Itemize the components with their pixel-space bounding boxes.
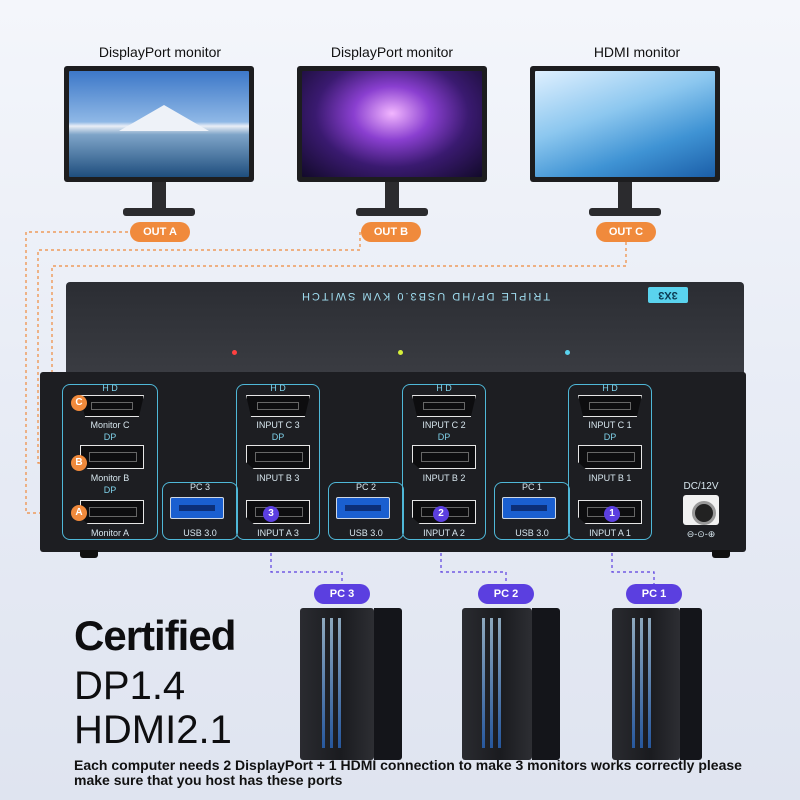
pc3-number-marker: 3 (263, 506, 279, 522)
input-b3-label: INPUT B 3 (256, 473, 300, 483)
led-pc1 (565, 350, 570, 355)
monitor-c-screen (530, 66, 720, 182)
input-c3-hdmi-port[interactable] (246, 395, 310, 417)
monitor-a-stand (152, 182, 166, 210)
pc3-tower (300, 608, 374, 760)
device-badge: 3X3 (648, 287, 688, 303)
input-b3-dp-port[interactable] (246, 445, 310, 469)
monitor-a-base (123, 208, 195, 216)
pc3-usb-pc-label: PC 3 (189, 482, 210, 492)
letter-b-marker: B (71, 455, 87, 471)
monitor-b-stand (385, 182, 399, 210)
monitor-a-dp-port[interactable] (80, 500, 144, 524)
out-a-badge: OUT A (130, 222, 190, 242)
pc2-dp-label: DP (437, 432, 451, 442)
monitor-label-c: HDMI monitor (593, 44, 681, 60)
input-c3-label: INPUT C 3 (256, 420, 300, 430)
input-b2-dp-port[interactable] (412, 445, 476, 469)
monitor-b-screen (297, 66, 487, 182)
monitor-a-label: Monitor A (90, 528, 130, 538)
dc-label: DC/12V (683, 481, 719, 492)
out-c-badge: OUT C (596, 222, 656, 242)
input-b1-dp-port[interactable] (578, 445, 642, 469)
pc2-usb-port[interactable] (336, 497, 390, 519)
pc1-input-group (568, 384, 652, 540)
device-foot-left (80, 550, 98, 558)
input-c2-hdmi-port[interactable] (412, 395, 476, 417)
connection-note: Each computer needs 2 DisplayPort + 1 HD… (74, 757, 742, 788)
pc3-usb-port[interactable] (170, 497, 224, 519)
monitor-c-hdmi-port[interactable] (80, 395, 144, 417)
monitor-c-stand (618, 182, 632, 210)
led-pc2 (398, 350, 403, 355)
device-title: TRIPLE DP/HD USB3.0 KVM SWITCH (300, 290, 551, 302)
input-c1-label: INPUT C 1 (588, 420, 632, 430)
input-c2-label: INPUT C 2 (422, 420, 466, 430)
pc3-badge: PC 3 (314, 584, 370, 604)
led-pc3 (232, 350, 237, 355)
monitor-c-base (589, 208, 661, 216)
pc2-usb-pc-label: PC 2 (355, 482, 376, 492)
pc3-hd-label: H D (270, 383, 286, 393)
monitor-dp2-label: DP (103, 485, 117, 495)
input-c1-hdmi-port[interactable] (578, 395, 642, 417)
pc2-input-group (402, 384, 486, 540)
wire-out-b (37, 232, 361, 464)
monitor-output-group (62, 384, 158, 540)
headline-hdmi: HDMI2.1 (74, 708, 232, 752)
pc1-usb-port[interactable] (502, 497, 556, 519)
input-b2-label: INPUT B 2 (422, 473, 466, 483)
pc3-usb-group (162, 482, 238, 540)
monitor-label-a: DisplayPort monitor (98, 44, 222, 60)
input-a3-label: INPUT A 3 (257, 528, 299, 538)
pc1-number-marker: 1 (604, 506, 620, 522)
pc1-dp-label: DP (603, 432, 617, 442)
pc1-hd-label: H D (602, 383, 618, 393)
headline-dp: DP1.4 (74, 664, 186, 708)
pc3-dp-label: DP (271, 432, 285, 442)
monitor-b-dp-port[interactable] (80, 445, 144, 469)
monitor-c-label: Monitor C (90, 420, 130, 430)
monitor-hd-label: H D (102, 383, 118, 393)
monitor-a-screen (64, 66, 254, 182)
monitor-dp1-label: DP (103, 432, 117, 442)
monitor-label-b: DisplayPort monitor (330, 44, 454, 60)
kvm-switch-top (66, 282, 744, 374)
pc2-tower-side (532, 608, 560, 760)
pc2-tower (462, 608, 532, 760)
pc1-tower-side (680, 608, 702, 760)
pc3-tower-side (374, 608, 402, 760)
pc2-hd-label: H D (436, 383, 452, 393)
pc1-usb-group (494, 482, 570, 540)
out-b-badge: OUT B (361, 222, 421, 242)
pc3-usb-label: USB 3.0 (183, 528, 217, 538)
monitor-b-base (356, 208, 428, 216)
pc1-badge: PC 1 (626, 584, 682, 604)
input-b1-label: INPUT B 1 (588, 473, 632, 483)
headline-certified: Certified (74, 612, 236, 659)
pc1-tower (612, 608, 680, 760)
pc3-input-group (236, 384, 320, 540)
input-a2-label: INPUT A 2 (423, 528, 465, 538)
pc2-number-marker: 2 (433, 506, 449, 522)
letter-c-marker: C (71, 395, 87, 411)
dc-power-jack[interactable] (683, 495, 719, 525)
pc2-badge: PC 2 (478, 584, 534, 604)
pc2-usb-label: USB 3.0 (349, 528, 383, 538)
input-a1-label: INPUT A 1 (589, 528, 631, 538)
pc2-usb-group (328, 482, 404, 540)
pc1-usb-label: USB 3.0 (515, 528, 549, 538)
monitor-b-label: Monitor B (90, 473, 130, 483)
dc-polarity: ⊖-⊙-⊕ (686, 529, 716, 539)
device-foot-right (712, 550, 730, 558)
pc1-usb-pc-label: PC 1 (521, 482, 542, 492)
letter-a-marker: A (71, 505, 87, 521)
